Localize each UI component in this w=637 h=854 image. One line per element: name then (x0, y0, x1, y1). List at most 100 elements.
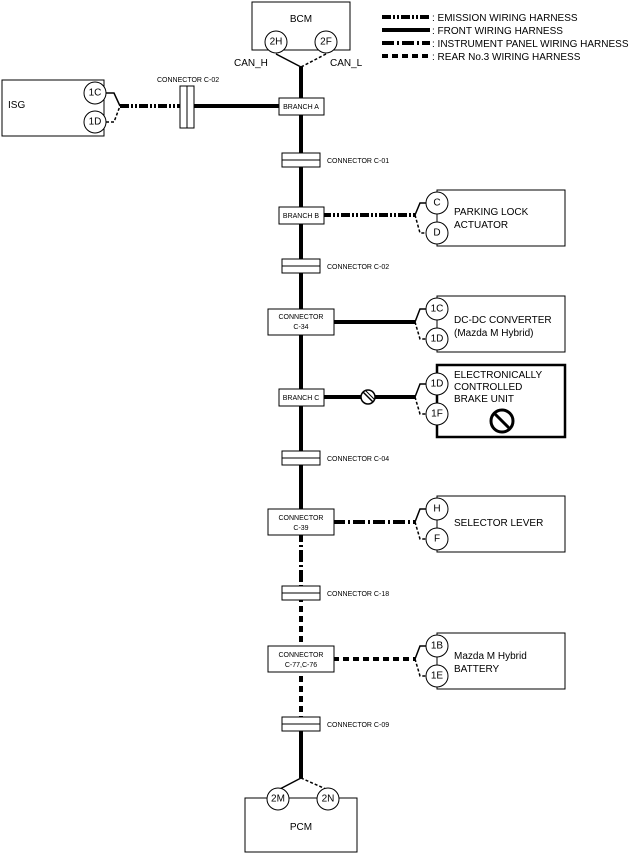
connector-c02-top (281, 258, 321, 267)
connector-c77-line2: C-77,C-76 (285, 662, 317, 669)
legend-ip-label: : INSTRUMENT PANEL WIRING HARNESS (432, 39, 629, 50)
bcm-can-h-wire (275, 53, 302, 68)
pcm-pin-2m (266, 787, 290, 811)
pcm-can-h-wire (277, 777, 302, 791)
bcm-label: BCM (290, 14, 312, 25)
connector-c77-line1: CONNECTOR (279, 652, 324, 659)
selector-can-l-wire (414, 521, 426, 540)
connector-c01-bottom (281, 159, 321, 168)
connector-c04-bottom (281, 457, 321, 466)
battery-pin-1b-label: 1B (431, 641, 444, 652)
dcdc-pin-1d-label: 1D (431, 334, 444, 345)
selector-pin-h (425, 497, 449, 521)
parking-pin-d (425, 221, 449, 245)
isg-pin-1d (83, 110, 107, 134)
brake-group: BRANCH C ELECTRONICALLY CONTROLLED BRAKE… (278, 363, 567, 439)
isg-connector-left (179, 85, 188, 129)
legend-emission-label: : EMISSION WIRING HARNESS (432, 13, 578, 24)
connector-c04-label: CONNECTOR C-04 (327, 456, 389, 463)
connector-c34-box (267, 308, 335, 336)
parking-can-h-wire (414, 202, 426, 216)
battery-box (436, 632, 566, 690)
connector-c39-line1: CONNECTOR (279, 515, 324, 522)
parking-lock-line2: ACTUATOR (454, 220, 508, 231)
brake-can-l-wire (414, 396, 426, 415)
battery-line1: Mazda M Hybrid (454, 651, 527, 662)
isg-pin-1c-label: 1C (89, 88, 102, 99)
battery-group: CONNECTOR C-77,C-76 Mazda M Hybrid BATTE… (267, 632, 566, 690)
can-h-label: CAN_H (234, 58, 268, 69)
pcm-pin-2m-label: 2M (271, 794, 285, 805)
brake-line1: ELECTRONICALLY (454, 370, 543, 381)
connector-c18-bottom (281, 592, 321, 601)
isg-connector-label: CONNECTOR C-02 (157, 77, 219, 84)
brake-line3: BRAKE UNIT (454, 394, 514, 405)
isg-can-l-wire (106, 105, 121, 123)
battery-can-l-wire (414, 658, 426, 677)
branch-c-box (278, 388, 325, 407)
selector-lever-label: SELECTOR LEVER (454, 518, 543, 529)
battery-pin-1e (425, 664, 449, 688)
pcm-label: PCM (290, 822, 312, 833)
not-connected-icon (360, 389, 376, 405)
dcdc-pin-1c-label: 1C (431, 304, 444, 315)
parking-pin-c-label: C (433, 198, 440, 209)
can-l-label: CAN_L (330, 58, 363, 69)
connector-c39-line2: C-39 (293, 525, 308, 532)
branch-a-label: BRANCH A (283, 104, 319, 111)
branch-a-box (278, 97, 325, 116)
connector-c01-top (281, 152, 321, 161)
bcm-module: BCM 2H 2F CAN_H CAN_L (234, 1, 363, 69)
brake-pin-1d (425, 372, 449, 396)
brake-line2: CONTROLLED (454, 382, 522, 393)
selector-pin-f (425, 527, 449, 551)
selector-lever-box (436, 495, 566, 553)
pcm-module: PCM 2M 2N (244, 777, 358, 853)
selector-can-h-wire (414, 508, 426, 523)
connector-c02-label: CONNECTOR C-02 (327, 264, 389, 271)
dcdc-line2: (Mazda M Hybrid) (454, 328, 533, 339)
pcm-pin-2n-label: 2N (322, 794, 335, 805)
connector-c09-top (281, 716, 321, 725)
connector-c01-label: CONNECTOR C-01 (327, 158, 389, 165)
battery-pin-1e-label: 1E (431, 671, 444, 682)
parking-lock-line1: PARKING LOCK (454, 207, 529, 218)
connector-c39-box (267, 508, 335, 536)
brake-can-h-wire (414, 383, 426, 398)
pcm-can-l-wire (300, 777, 329, 791)
selector-pin-f-label: F (434, 534, 440, 545)
legend: : EMISSION WIRING HARNESS : FRONT WIRING… (382, 13, 629, 63)
connector-c04-top (281, 450, 321, 459)
parking-lock-box (436, 189, 566, 247)
isg-label: ISG (8, 100, 25, 111)
connector-c77-box (267, 645, 335, 673)
brake-pin-1f (425, 402, 449, 426)
connector-c34-line1: CONNECTOR (279, 314, 324, 321)
branch-b-label: BRANCH B (283, 213, 320, 220)
connector-c18-top (281, 585, 321, 594)
pcm-box (244, 797, 358, 853)
battery-can-h-wire (414, 645, 426, 660)
legend-front-label: : FRONT WIRING HARNESS (432, 26, 563, 37)
bcm-can-l-wire (300, 53, 327, 68)
pcm-pin-2n (316, 787, 340, 811)
isg-connector-right (186, 85, 195, 129)
parking-lock-group: BRANCH B PARKING LOCK ACTUATOR C D (278, 189, 566, 247)
selector-pin-h-label: H (433, 504, 440, 515)
selector-group: CONNECTOR C-39 SELECTOR LEVER H F (267, 495, 566, 553)
brake-pin-1d-label: 1D (431, 379, 444, 390)
connector-c34-line2: C-34 (293, 324, 308, 331)
dcdc-pin-1c (425, 297, 449, 321)
branch-b-box (278, 206, 325, 225)
parking-can-l-wire (414, 214, 426, 234)
dcdc-can-l-wire (414, 321, 426, 340)
brake-pin-1f-label: 1F (431, 409, 443, 420)
dcdc-group: CONNECTOR C-34 DC-DC CONVERTER (Mazda M … (267, 295, 566, 353)
isg-pin-1d-label: 1D (89, 117, 102, 128)
dcdc-can-h-wire (414, 308, 426, 323)
bcm-pin-2h (264, 30, 288, 54)
bcm-pin-2h-label: 2H (270, 37, 283, 48)
connector-c09-bottom (281, 723, 321, 732)
connector-c02-bottom (281, 265, 321, 274)
